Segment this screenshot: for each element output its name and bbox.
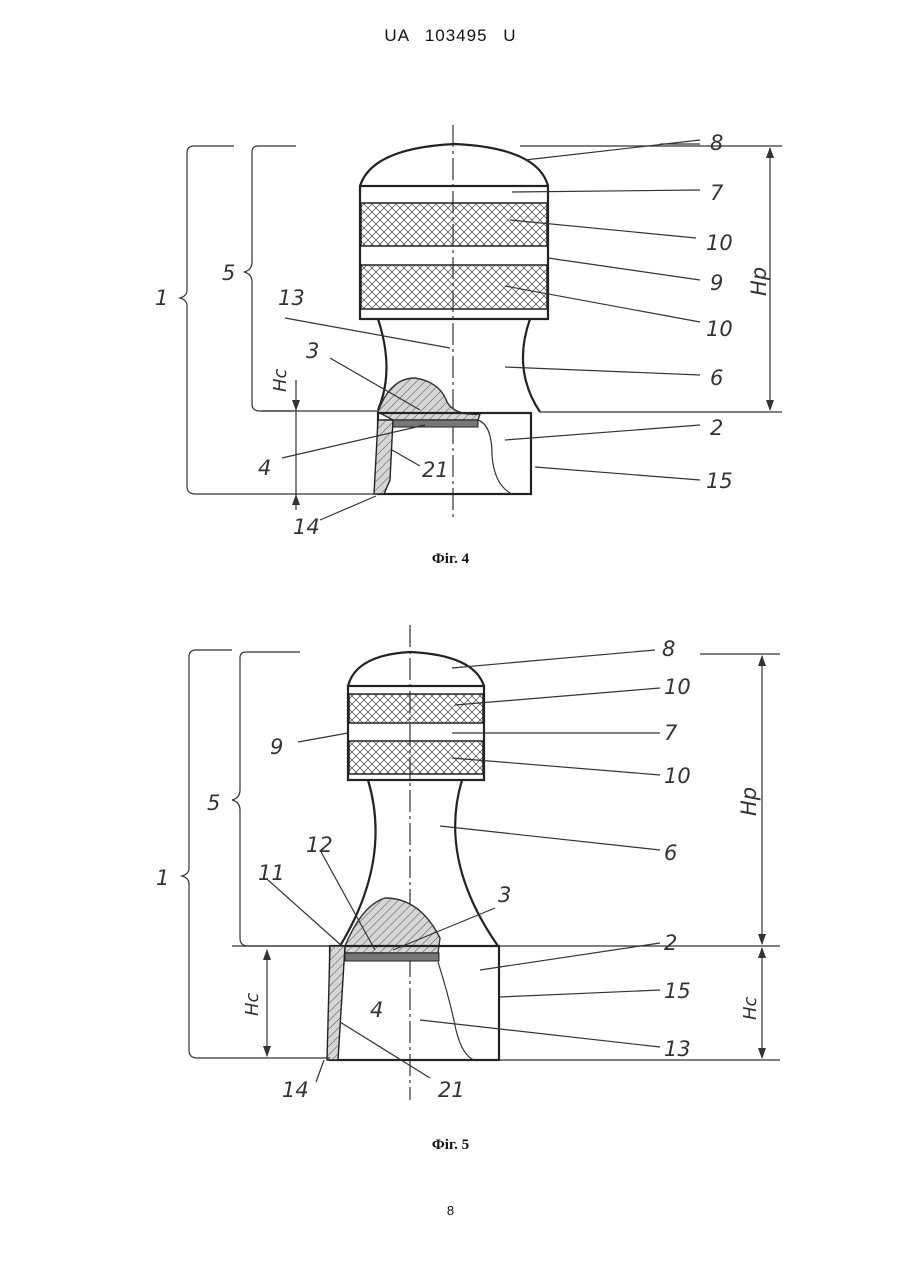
label-hp: Hp — [737, 787, 761, 816]
bracket-5 — [232, 652, 330, 946]
leader-10a — [455, 688, 660, 705]
leader-8 — [525, 140, 700, 160]
label-14: 14 — [293, 515, 320, 539]
sleeve-21 — [374, 420, 393, 494]
label-15: 15 — [664, 979, 691, 1003]
label-hc: Hc — [270, 368, 291, 392]
label-1: 1 — [156, 866, 169, 890]
label-8: 8 — [662, 637, 675, 661]
label-11: 11 — [258, 861, 285, 885]
leader-2 — [480, 943, 660, 970]
label-1: 1 — [155, 286, 168, 310]
label-21: 21 — [438, 1078, 465, 1102]
plate-4 — [393, 420, 478, 427]
leader-6 — [440, 826, 660, 850]
leader-9 — [298, 733, 348, 742]
label-10-lower: 10 — [706, 317, 733, 341]
label-8: 8 — [710, 131, 723, 155]
label-hc-right: Hc — [740, 996, 761, 1020]
label-12: 12 — [306, 833, 333, 857]
band-10-lower — [349, 741, 483, 774]
band-10-upper — [349, 694, 483, 723]
base-2 — [330, 946, 499, 1060]
label-hc-left: Hc — [242, 992, 263, 1016]
leader-15 — [535, 467, 700, 480]
label-13: 13 — [664, 1037, 691, 1061]
dome-8 — [360, 144, 548, 186]
figure-5: 8 10 7 9 10 5 1 6 12 11 3 2 15 4 13 14 2… — [0, 600, 901, 1160]
figure-4-caption: Фіг. 4 — [0, 551, 901, 568]
label-10-upper: 10 — [706, 231, 733, 255]
label-15: 15 — [706, 469, 733, 493]
base-boundary — [478, 420, 512, 494]
label-7: 7 — [664, 721, 678, 745]
neck-right — [455, 780, 498, 946]
sleeve-21 — [327, 946, 345, 1060]
leader-6 — [505, 367, 700, 375]
label-14: 14 — [282, 1078, 309, 1102]
leader-21 — [340, 1022, 430, 1078]
label-3: 3 — [498, 883, 511, 907]
label-7: 7 — [710, 181, 724, 205]
page-number: 8 — [0, 1203, 901, 1218]
figure-4: 8 7 10 9 10 6 2 15 1 5 13 3 4 21 14 Hc H… — [0, 0, 901, 580]
label-4: 4 — [258, 456, 271, 480]
label-13: 13 — [278, 286, 305, 310]
label-5: 5 — [222, 261, 235, 285]
leader-14 — [316, 1060, 324, 1082]
label-2: 2 — [664, 931, 677, 955]
label-9: 9 — [710, 271, 723, 295]
leader-13 — [420, 1020, 660, 1047]
label-hp: Hp — [747, 267, 771, 296]
label-9: 9 — [270, 735, 283, 759]
figure-5-caption: Фіг. 5 — [0, 1137, 901, 1154]
leader-9 — [548, 258, 700, 280]
figure-5-drawing: 8 10 7 9 10 5 1 6 12 11 3 2 15 4 13 14 2… — [0, 600, 901, 1160]
label-21: 21 — [422, 458, 449, 482]
label-2: 2 — [710, 416, 723, 440]
label-10-lower: 10 — [664, 764, 691, 788]
label-6: 6 — [710, 366, 723, 390]
neck-right — [523, 319, 540, 412]
base-boundary — [438, 962, 474, 1060]
leader-8 — [452, 650, 655, 668]
leader-11 — [268, 880, 342, 946]
label-4: 4 — [370, 998, 383, 1022]
figure-4-drawing: 8 7 10 9 10 6 2 15 1 5 13 3 4 21 14 Hc H… — [0, 0, 901, 580]
label-6: 6 — [664, 841, 677, 865]
label-5: 5 — [207, 791, 220, 815]
leader-7 — [512, 190, 700, 192]
dome-8 — [348, 652, 484, 686]
leader-21 — [392, 450, 420, 466]
leader-14 — [320, 496, 376, 520]
plate-4 — [345, 953, 439, 961]
band-10-lower — [361, 265, 547, 309]
label-3: 3 — [306, 339, 319, 363]
label-10-upper: 10 — [664, 675, 691, 699]
band-10-upper — [361, 203, 547, 246]
leader-4 — [282, 425, 425, 458]
leader-2 — [505, 425, 700, 440]
leader-15 — [500, 990, 660, 997]
